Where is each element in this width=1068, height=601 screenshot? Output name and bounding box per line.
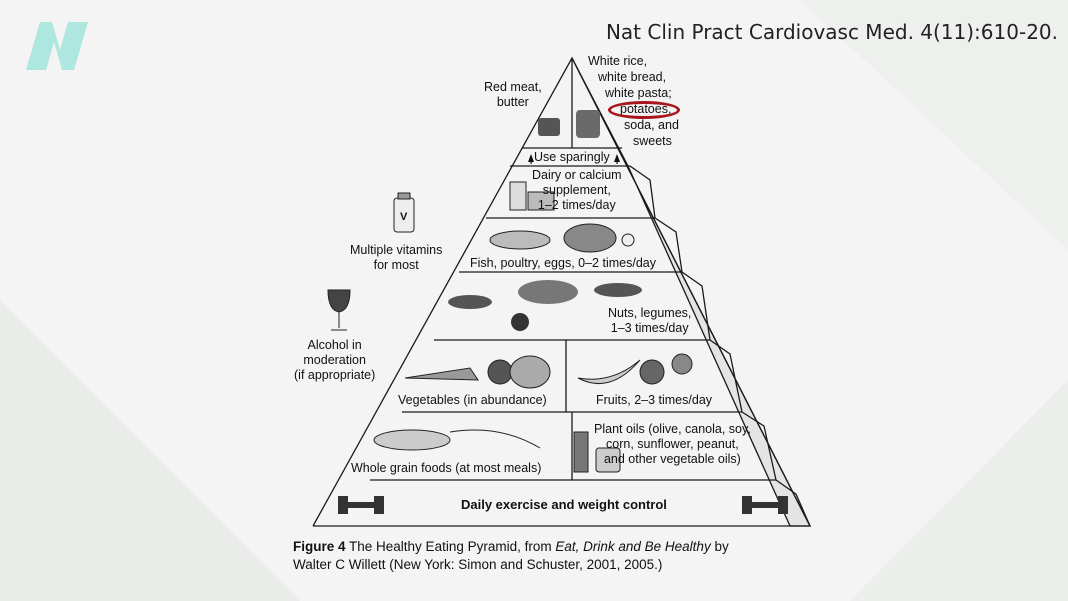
figure-caption: Figure 4 The Healthy Eating Pyramid, fro… bbox=[293, 538, 793, 574]
label-grains: Whole grain foods (at most meals) bbox=[351, 461, 542, 475]
label-plant-oils: Plant oils (olive, canola, soy, corn, su… bbox=[594, 422, 751, 466]
caption-figure-label: Figure 4 bbox=[293, 539, 346, 554]
label-vitamins: Multiple vitamins for most bbox=[350, 243, 443, 272]
label-sweets: sweets bbox=[633, 134, 672, 148]
caption-text-2: by bbox=[710, 539, 729, 554]
caption-line-2: Walter C Willett (New York: Simon and Sc… bbox=[293, 557, 663, 572]
citation: Nat Clin Pract Cardiovasc Med. 4(11):610… bbox=[605, 20, 1058, 44]
vitamin-letter: V bbox=[400, 211, 408, 223]
label-nuts: Nuts, legumes, 1–3 times/day bbox=[608, 306, 692, 335]
dumbbell-right-icon bbox=[742, 496, 788, 514]
fish-poultry-illustration bbox=[489, 223, 635, 253]
apex-food-illustration bbox=[538, 110, 600, 138]
label-fruits: Fruits, 2–3 times/day bbox=[596, 393, 713, 407]
label-white-pasta: white pasta; bbox=[605, 86, 672, 100]
nuts-legumes-illustration bbox=[448, 280, 642, 331]
label-use-sparingly: Use sparingly bbox=[534, 150, 610, 164]
fruits-illustration bbox=[577, 353, 693, 385]
whole-grains-illustration bbox=[373, 429, 541, 451]
label-fish: Fish, poultry, eggs, 0–2 times/day bbox=[470, 256, 656, 270]
label-soda: soda, and bbox=[624, 118, 679, 132]
label-alcohol: Alcohol in moderation (if appropriate) bbox=[294, 338, 376, 382]
label-red-meat: Red meat, butter bbox=[484, 80, 542, 109]
label-white-bread: white bread, bbox=[598, 70, 667, 84]
use-sparingly-arrows bbox=[528, 154, 620, 164]
label-white-rice: White rice, bbox=[588, 54, 648, 68]
dumbbell-left-icon bbox=[338, 496, 384, 514]
wine-glass-icon bbox=[327, 289, 351, 331]
label-base: Daily exercise and weight control bbox=[461, 497, 667, 512]
caption-book-title: Eat, Drink and Be Healthy bbox=[555, 539, 711, 554]
vitamin-bottle-icon bbox=[393, 192, 415, 233]
label-dairy: Dairy or calcium supplement, 1–2 times/d… bbox=[532, 168, 622, 212]
label-vegetables: Vegetables (in abundance) bbox=[398, 393, 547, 407]
brand-logo bbox=[26, 22, 88, 70]
caption-text-1: The Healthy Eating Pyramid, from bbox=[345, 539, 556, 554]
plant-oils-illustration bbox=[573, 431, 621, 473]
vegetables-illustration bbox=[404, 355, 551, 389]
pyramid-outline bbox=[312, 56, 812, 527]
dairy-illustration bbox=[509, 181, 555, 211]
highlight-circle bbox=[608, 101, 680, 119]
